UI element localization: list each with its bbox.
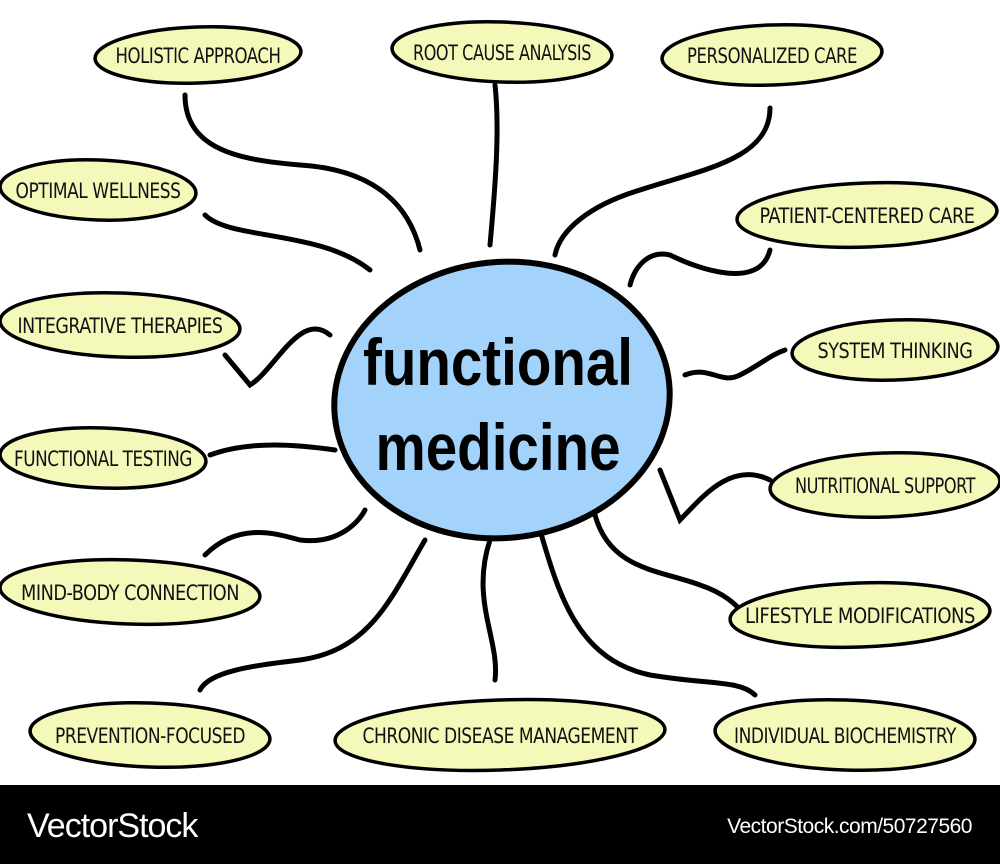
node-label: MIND-BODY CONNECTION [21, 581, 239, 605]
node-bubble [28, 700, 272, 770]
node-prevention-focused: PREVENTION-FOCUSED [28, 700, 272, 770]
node-bubble [660, 23, 884, 87]
connector-patient-centered-care [627, 247, 773, 288]
node-personalized-care: PERSONALIZED CARE [660, 23, 884, 87]
node-bubble [0, 557, 262, 627]
connector-optimal-wellness [202, 212, 373, 273]
node-optimal-wellness: OPTIMAL WELLNESS [0, 158, 198, 222]
node-label: HOLISTIC APPROACH [116, 44, 281, 68]
topic-nodes: HOLISTIC APPROACH ROOT CAUSE ANALYSIS PERS… [0, 20, 1000, 773]
node-bubble [0, 426, 208, 490]
node-label: FUNCTIONAL TESTING [14, 447, 192, 471]
node-system-thinking: SYSTEM THINKING [790, 318, 1000, 382]
connector-personalized-care [552, 105, 773, 258]
connector-lifestyle-modifications [592, 512, 748, 618]
node-label: PREVENTION-FOCUSED [55, 724, 245, 748]
connector-functional-testing [207, 442, 338, 458]
node-bubble [713, 697, 977, 773]
node-patient-centered-care: PATIENT-CENTERED CARE [735, 180, 999, 250]
node-label: NUTRITIONAL SUPPORT [795, 474, 976, 498]
brand-logo: VectorStock [27, 807, 198, 845]
connector-prevention-focused [197, 537, 428, 693]
node-label: LIFESTYLE MODIFICATIONS [745, 604, 975, 628]
connector-chronic-disease-management [480, 537, 499, 683]
node-lifestyle-modifications: LIFESTYLE MODIFICATIONS [728, 580, 992, 650]
node-bubble [93, 25, 303, 85]
node-label: PATIENT-CENTERED CARE [760, 204, 975, 228]
connector-holistic-approach [182, 92, 423, 253]
connector-root-cause-analysis [487, 82, 500, 248]
node-individual-biochemistry: INDIVIDUAL BIOCHEMISTRY [713, 697, 977, 773]
node-label: INTEGRATIVE THERAPIES [18, 314, 223, 338]
node-bubble [790, 318, 1000, 382]
node-nutritional-support: NUTRITIONAL SUPPORT [768, 451, 1000, 519]
center-bubble [331, 258, 673, 542]
node-holistic-approach: HOLISTIC APPROACH [93, 25, 303, 85]
node-label: CHRONIC DISEASE MANAGEMENT [363, 724, 639, 748]
node-chronic-disease-management: CHRONIC DISEASE MANAGEMENT [333, 697, 667, 773]
center-node: functional medicine [331, 258, 673, 542]
footer-bar: VectorStock VectorStock.com/50727560 [0, 785, 1000, 864]
connector-integrative-therapies [222, 326, 333, 389]
connectors [182, 82, 788, 698]
node-label: SYSTEM THINKING [818, 339, 973, 363]
node-root-cause-analysis: ROOT CAUSE ANALYSIS [390, 20, 614, 84]
node-integrative-therapies: INTEGRATIVE THERAPIES [0, 290, 242, 360]
node-label: INDIVIDUAL BIOCHEMISTRY [734, 724, 957, 748]
node-bubble [728, 580, 992, 650]
node-label: OPTIMAL WELLNESS [16, 179, 181, 203]
center-title-line1: functional [363, 325, 633, 399]
connector-individual-biochemistry [537, 527, 758, 698]
node-bubble [390, 20, 614, 84]
connector-mind-body-connection [202, 507, 368, 558]
node-bubble [735, 180, 999, 250]
image-reference: VectorStock.com/50727560 [727, 815, 972, 838]
center-title-line2: medicine [376, 410, 621, 484]
node-label: PERSONALIZED CARE [687, 44, 857, 68]
diagram-canvas: functional medicine HOLISTIC APPROACH ROO… [0, 20, 1000, 773]
node-bubble [0, 290, 242, 360]
node-functional-testing: FUNCTIONAL TESTING [0, 426, 208, 490]
node-bubble [0, 158, 198, 222]
node-label: ROOT CAUSE ANALYSIS [413, 41, 591, 65]
connector-nutritional-support [657, 467, 773, 525]
node-mind-body-connection: MIND-BODY CONNECTION [0, 557, 262, 627]
node-bubble [333, 697, 667, 773]
connector-system-thinking [682, 347, 788, 381]
